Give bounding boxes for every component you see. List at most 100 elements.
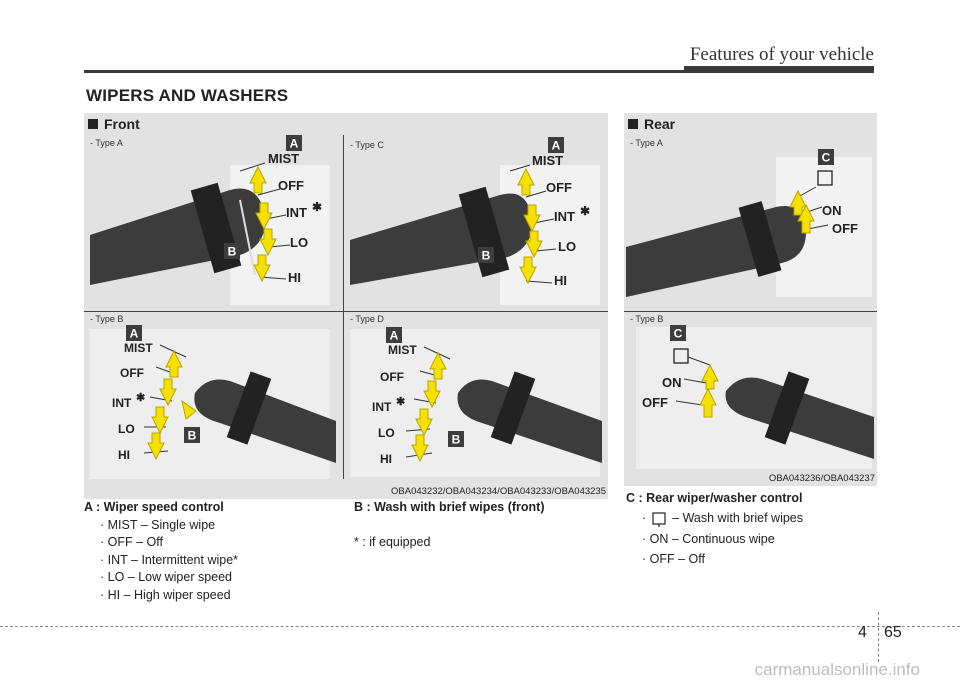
chapter-number: 4	[858, 624, 867, 641]
arrow-down-icon	[423, 380, 441, 409]
rear-horizontal-divider	[624, 311, 877, 312]
caption-c-item: · ON – Continuous wipe	[642, 531, 775, 546]
leader-line	[675, 400, 703, 406]
label-star: ✱	[396, 396, 405, 408]
label-off: OFF	[380, 370, 404, 384]
front-image-code: OBA043232/OBA043234/OBA043233/OBA043235	[391, 486, 606, 497]
arrow-down-icon	[525, 230, 543, 259]
arrow-up-icon	[429, 351, 447, 380]
front-panel: Front - Type A - Type C - Type B - Type …	[84, 113, 608, 499]
label-on: ON	[662, 375, 682, 390]
chapter-title: Features of your vehicle	[689, 44, 874, 65]
type-d-label: - Type D	[350, 314, 384, 324]
label-lo: LO	[118, 422, 135, 436]
badge-b-letter: B	[482, 249, 491, 263]
caption-c-item: · OFF – Off	[642, 552, 705, 566]
arrow-down-icon	[147, 432, 165, 461]
stalk-collar	[764, 371, 810, 445]
badge-a-letter: A	[130, 327, 139, 341]
stalk-collar	[738, 201, 782, 277]
caption-a-item: · HI – High wiper speed	[100, 587, 231, 602]
header-rule	[84, 70, 874, 73]
caption-a-item: · MIST – Single wipe	[100, 517, 216, 532]
label-off: OFF	[120, 366, 144, 380]
badge-c	[818, 149, 834, 165]
label-lo: LO	[558, 239, 576, 254]
front-vertical-divider	[343, 135, 344, 479]
arrow-up-icon	[517, 167, 535, 196]
arrow-up-icon	[249, 165, 267, 194]
label-int: INT	[372, 400, 392, 414]
caption-c-item-wash: · – Wash with brief wipes	[626, 510, 886, 528]
caption-a-title: A : Wiper speed control	[84, 500, 224, 514]
stalk-collar	[458, 186, 510, 278]
rear-wiper-diagram-type-b: ON OFF C	[636, 325, 874, 469]
square-bullet-icon	[628, 119, 638, 129]
badge-a	[386, 327, 402, 343]
wiper-diagram-type-c: MIST OFF INT ✱ LO HI A B	[350, 137, 600, 305]
badge-a-letter: A	[552, 139, 561, 153]
label-hi: HI	[288, 270, 301, 285]
caption-c-title: C : Rear wiper/washer control	[626, 491, 803, 505]
label-star: ✱	[136, 392, 145, 404]
caption-c: C : Rear wiper/washer control · – Wash w…	[626, 490, 886, 569]
caption-b-title: B : Wash with brief wipes (front)	[354, 500, 545, 514]
leader-line	[535, 248, 557, 252]
leader-line	[525, 190, 547, 198]
label-lo: LO	[290, 235, 308, 250]
badge-a	[548, 137, 564, 153]
leader-line	[269, 244, 291, 248]
label-on: ON	[822, 203, 842, 218]
label-mist: MIST	[124, 341, 153, 355]
washer-icon	[817, 170, 833, 186]
label-mist: MIST	[532, 153, 563, 168]
label-hi: HI	[118, 448, 130, 462]
page-number: 65	[884, 624, 902, 641]
label-mist: MIST	[268, 151, 299, 166]
caption-a: A : Wiper speed control · MIST – Single …	[84, 499, 334, 604]
caption-a-item: · OFF – Off	[100, 535, 163, 549]
wiper-stalk	[457, 379, 602, 463]
watermark: carmanualsonline.info	[754, 660, 920, 679]
caption-c-bullet: ·	[642, 510, 647, 525]
arrow-down-icon	[159, 378, 177, 407]
arrow-up-icon	[789, 189, 807, 216]
caption-c-item: – Wash with brief wipes	[672, 510, 804, 525]
badge-b	[184, 427, 200, 443]
label-int: INT	[112, 396, 132, 410]
badge-b	[224, 243, 240, 259]
caption-b-note: * : if equipped	[354, 534, 431, 549]
wiper-stalk	[194, 379, 336, 463]
rear-panel: Rear - Type A - Type B ON OFF C ON OFF C…	[624, 113, 877, 486]
rear-wiper-diagram-type-a: ON OFF C	[626, 149, 872, 297]
leader-line	[159, 344, 187, 358]
wiper-stalk	[725, 377, 874, 459]
label-int: INT	[286, 205, 307, 220]
stalk-collar	[226, 371, 272, 445]
arrow-down-icon	[259, 228, 277, 257]
square-bullet-icon	[88, 119, 98, 129]
wiper-diagram-type-a: MIST OFF INT ✱ LO HI A B	[90, 135, 330, 305]
caption-a-item: · LO – Low wiper speed	[100, 570, 233, 584]
stalk-dial-line	[239, 199, 256, 276]
leader-line	[525, 280, 553, 284]
leader-line	[687, 356, 711, 366]
leader-line	[533, 218, 555, 224]
washer-icon	[652, 511, 666, 527]
label-star: ✱	[312, 200, 322, 214]
badge-c	[670, 325, 686, 341]
badge-a	[126, 325, 142, 341]
type-c-label: - Type C	[350, 140, 384, 150]
arrow-down-icon	[253, 254, 271, 283]
label-off: OFF	[642, 395, 668, 410]
arrow-down-icon	[255, 202, 273, 231]
badge-a	[286, 135, 302, 151]
label-int: INT	[554, 209, 575, 224]
badge-a-letter: A	[290, 137, 299, 151]
label-off: OFF	[832, 221, 858, 236]
arrow-up-icon	[701, 363, 719, 390]
rear-type-a-label: - Type A	[630, 138, 663, 148]
leader-line	[509, 164, 531, 172]
arrow-down-icon	[415, 408, 433, 437]
washer-icon	[673, 348, 689, 364]
